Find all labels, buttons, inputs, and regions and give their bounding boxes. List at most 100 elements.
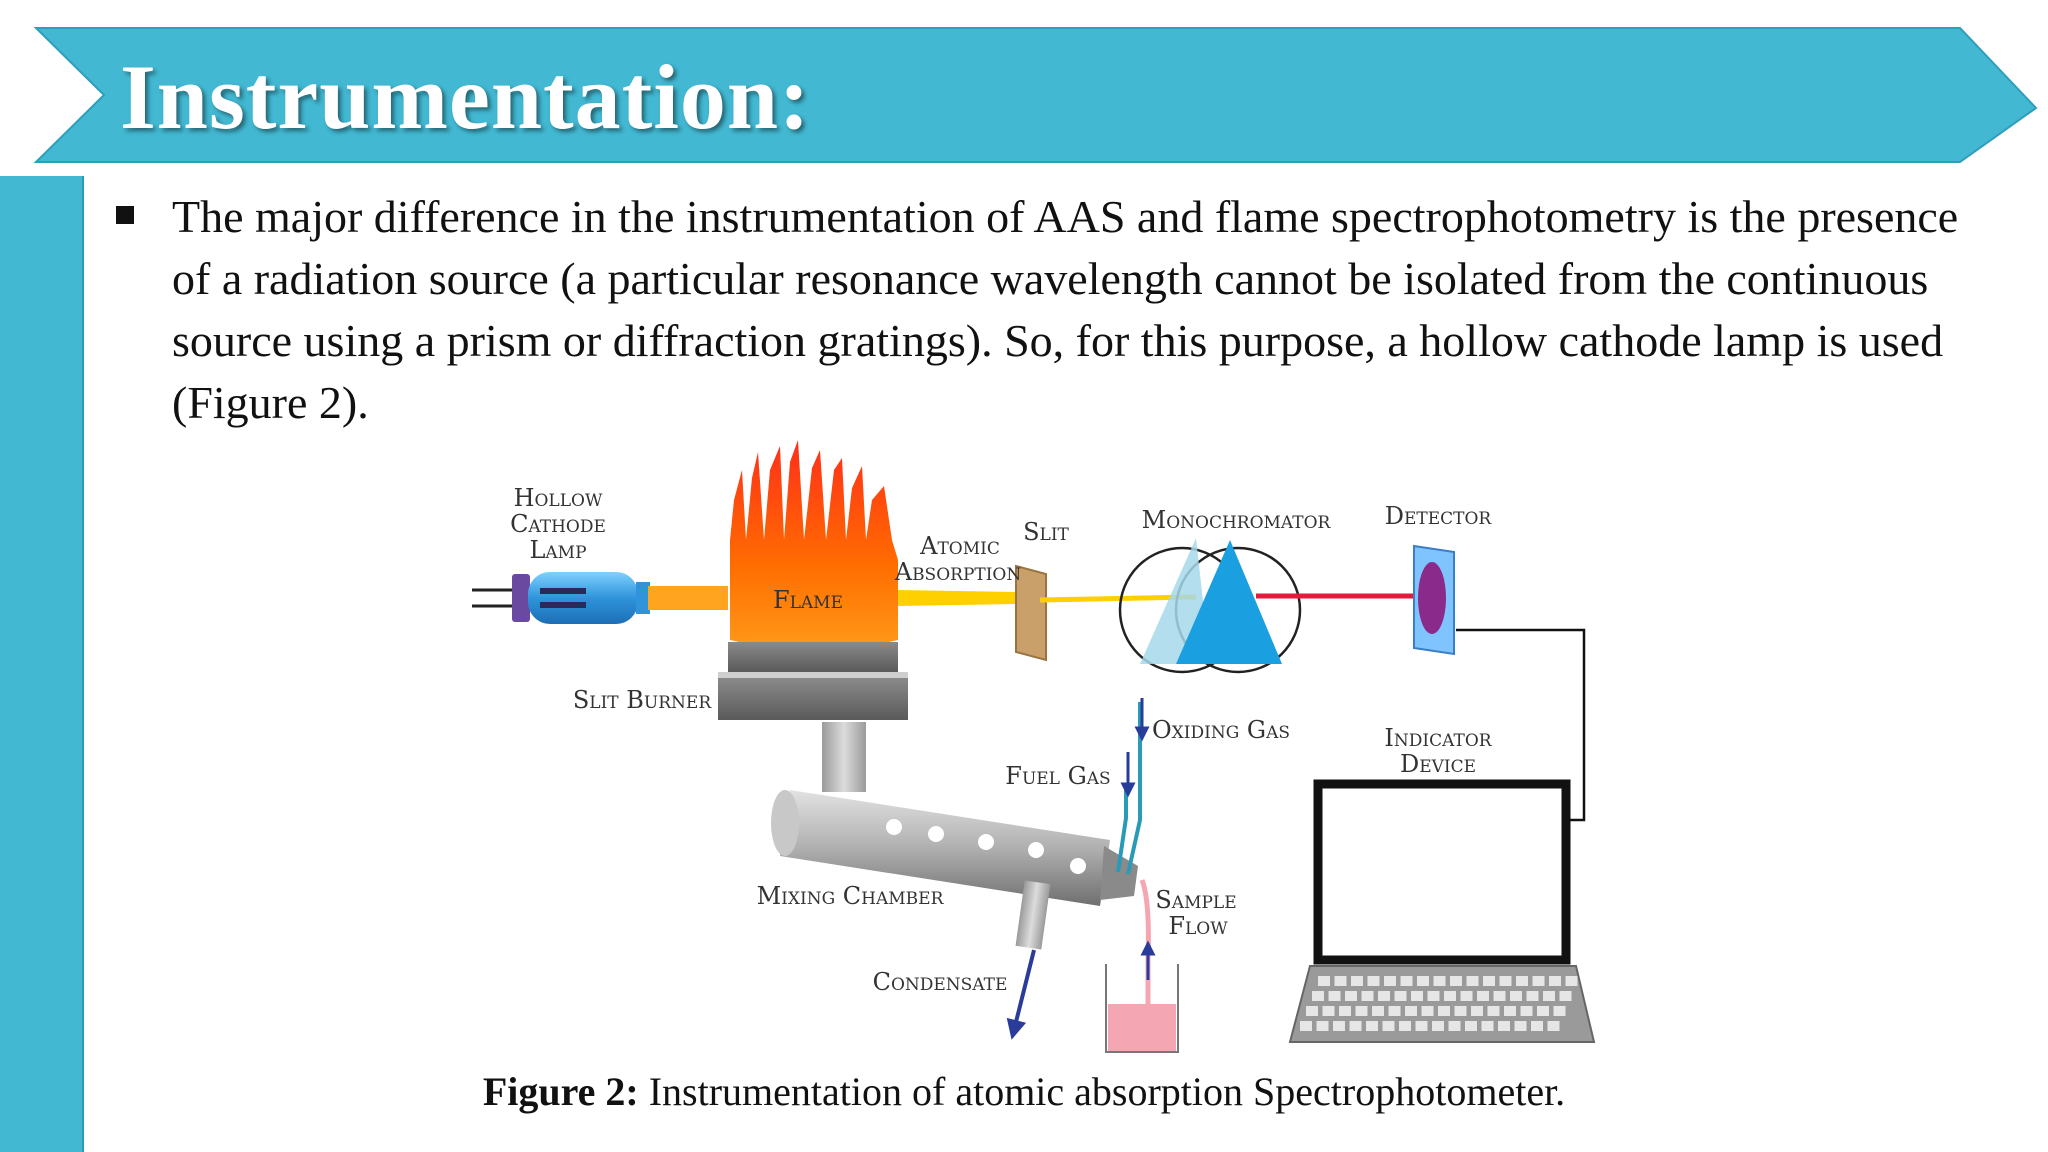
- keyboard-key: [1372, 1006, 1384, 1016]
- keyboard-key: [1450, 976, 1462, 986]
- label-sample-2: Flow: [1168, 912, 1228, 940]
- label-mixing-chamber: Mixing Chamber: [757, 882, 945, 910]
- keyboard-key: [1444, 991, 1456, 1001]
- keyboard-key: [1433, 976, 1446, 986]
- bullet-text: The major difference in the instrumentat…: [172, 191, 1959, 428]
- keyboard-key: [1351, 976, 1363, 986]
- keyboard-key: [1411, 991, 1423, 1001]
- keyboard-key: [1405, 1006, 1417, 1016]
- keyboard-key: [1537, 1006, 1549, 1016]
- keyboard-key: [1355, 1006, 1368, 1016]
- keyboard-key: [1366, 1021, 1378, 1031]
- keyboard-key: [1531, 1021, 1543, 1031]
- label-lamp-3: Lamp: [529, 536, 586, 564]
- keyboard-key: [1547, 1021, 1560, 1031]
- keyboard-key: [1316, 1021, 1329, 1031]
- keyboard-key: [1498, 1021, 1510, 1031]
- condensate-arrow: [1006, 949, 1036, 1040]
- fuel-gas-tube: [1116, 790, 1128, 873]
- keyboard-key: [1382, 1021, 1395, 1031]
- keyboard-key: [1388, 1006, 1401, 1016]
- keyboard-key: [1466, 976, 1479, 986]
- label-sample-1: Sample: [1155, 886, 1236, 914]
- keyboard-key: [1394, 991, 1407, 1001]
- title-banner: [33, 27, 2038, 163]
- keyboard-key: [1367, 976, 1380, 986]
- hollow-cathode-lamp: [472, 572, 650, 624]
- monochromator: [1118, 538, 1302, 674]
- keyboard-key: [1432, 1021, 1444, 1031]
- keyboard-key: [1421, 1006, 1434, 1016]
- keyboard-key: [1312, 991, 1324, 1001]
- label-flame: Flame: [773, 586, 843, 614]
- detector-wire: [1456, 628, 1586, 822]
- keyboard-key: [1454, 1006, 1467, 1016]
- keyboard-key: [1481, 1021, 1494, 1031]
- label-atomic-1: Atomic: [919, 532, 1000, 560]
- keyboard-key: [1339, 1006, 1351, 1016]
- sample-flow-tube: [1139, 879, 1151, 1006]
- keyboard-key: [1514, 1021, 1527, 1031]
- keyboard-key: [1520, 1006, 1533, 1016]
- keyboard-key: [1345, 991, 1357, 1001]
- beam-yellow-wide: [898, 590, 1020, 606]
- keyboard-key: [1504, 1006, 1516, 1016]
- keyboard-key: [1349, 1021, 1362, 1031]
- bullet-square-icon: [116, 206, 134, 224]
- label-oxiding-gas: Oxiding Gas: [1152, 716, 1290, 744]
- keyboard-key: [1438, 1006, 1450, 1016]
- label-monochromator: Monochromator: [1142, 506, 1332, 534]
- keyboard-key: [1483, 976, 1495, 986]
- keyboard-key: [1532, 976, 1545, 986]
- oxiding-gas-tube: [1126, 702, 1142, 875]
- keyboard-key: [1543, 991, 1555, 1001]
- keyboard-key: [1565, 976, 1578, 986]
- keyboard-key: [1318, 976, 1330, 986]
- figure-caption-label: Figure 2:: [482, 1069, 639, 1114]
- mixing-chamber: [771, 790, 1138, 950]
- keyboard-key: [1471, 1006, 1483, 1016]
- keyboard-key: [1399, 1021, 1411, 1031]
- keyboard-key: [1300, 1021, 1312, 1031]
- keyboard-key: [1400, 976, 1413, 986]
- label-lamp-1: Hollow: [514, 484, 603, 512]
- keyboard-key: [1417, 976, 1429, 986]
- label-fuel-gas: Fuel Gas: [1005, 762, 1110, 790]
- keyboard-key: [1499, 976, 1512, 986]
- keyboard-key: [1559, 991, 1572, 1001]
- keyboard-key: [1427, 991, 1440, 1001]
- keyboard-key: [1477, 991, 1489, 1001]
- indicator-device: [1288, 779, 1596, 1043]
- burner-stem: [822, 722, 866, 792]
- keyboard-key: [1493, 991, 1506, 1001]
- label-lamp-2: Cathode: [510, 510, 606, 538]
- label-slit-burner: Slit Burner: [573, 686, 712, 714]
- label-detector: Detector: [1385, 502, 1493, 530]
- figure-caption: Figure 2: Instrumentation of atomic abso…: [0, 1068, 2048, 1115]
- aas-instrument-diagram: Hollow Cathode Lamp Flame Atomic Absorpt…: [472, 440, 1596, 1053]
- label-indicator-2: Device: [1400, 750, 1476, 778]
- slit-burner: [718, 642, 908, 720]
- keyboard-key: [1510, 991, 1522, 1001]
- keyboard-key: [1549, 976, 1561, 986]
- label-condensate: Condensate: [873, 968, 1008, 996]
- keyboard-key: [1516, 976, 1528, 986]
- keyboard-key: [1328, 991, 1341, 1001]
- beam-orange: [648, 586, 728, 610]
- keyboard-key: [1334, 976, 1347, 986]
- left-accent-bar: [0, 176, 84, 1152]
- keyboard-key: [1526, 991, 1539, 1001]
- keyboard-key: [1361, 991, 1374, 1001]
- sample-beaker: [1105, 964, 1179, 1053]
- keyboard-key: [1384, 976, 1396, 986]
- keyboard-key: [1465, 1021, 1477, 1031]
- keyboard-key: [1460, 991, 1473, 1001]
- flame: [730, 440, 898, 650]
- slide-title: Instrumentation:: [120, 46, 811, 148]
- keyboard-key: [1487, 1006, 1500, 1016]
- label-indicator-1: Indicator: [1384, 724, 1492, 752]
- keyboard-key: [1306, 1006, 1318, 1016]
- figure-caption-text: Instrumentation of atomic absorption Spe…: [638, 1069, 1566, 1114]
- keyboard-key: [1553, 1006, 1566, 1016]
- keyboard-key: [1415, 1021, 1428, 1031]
